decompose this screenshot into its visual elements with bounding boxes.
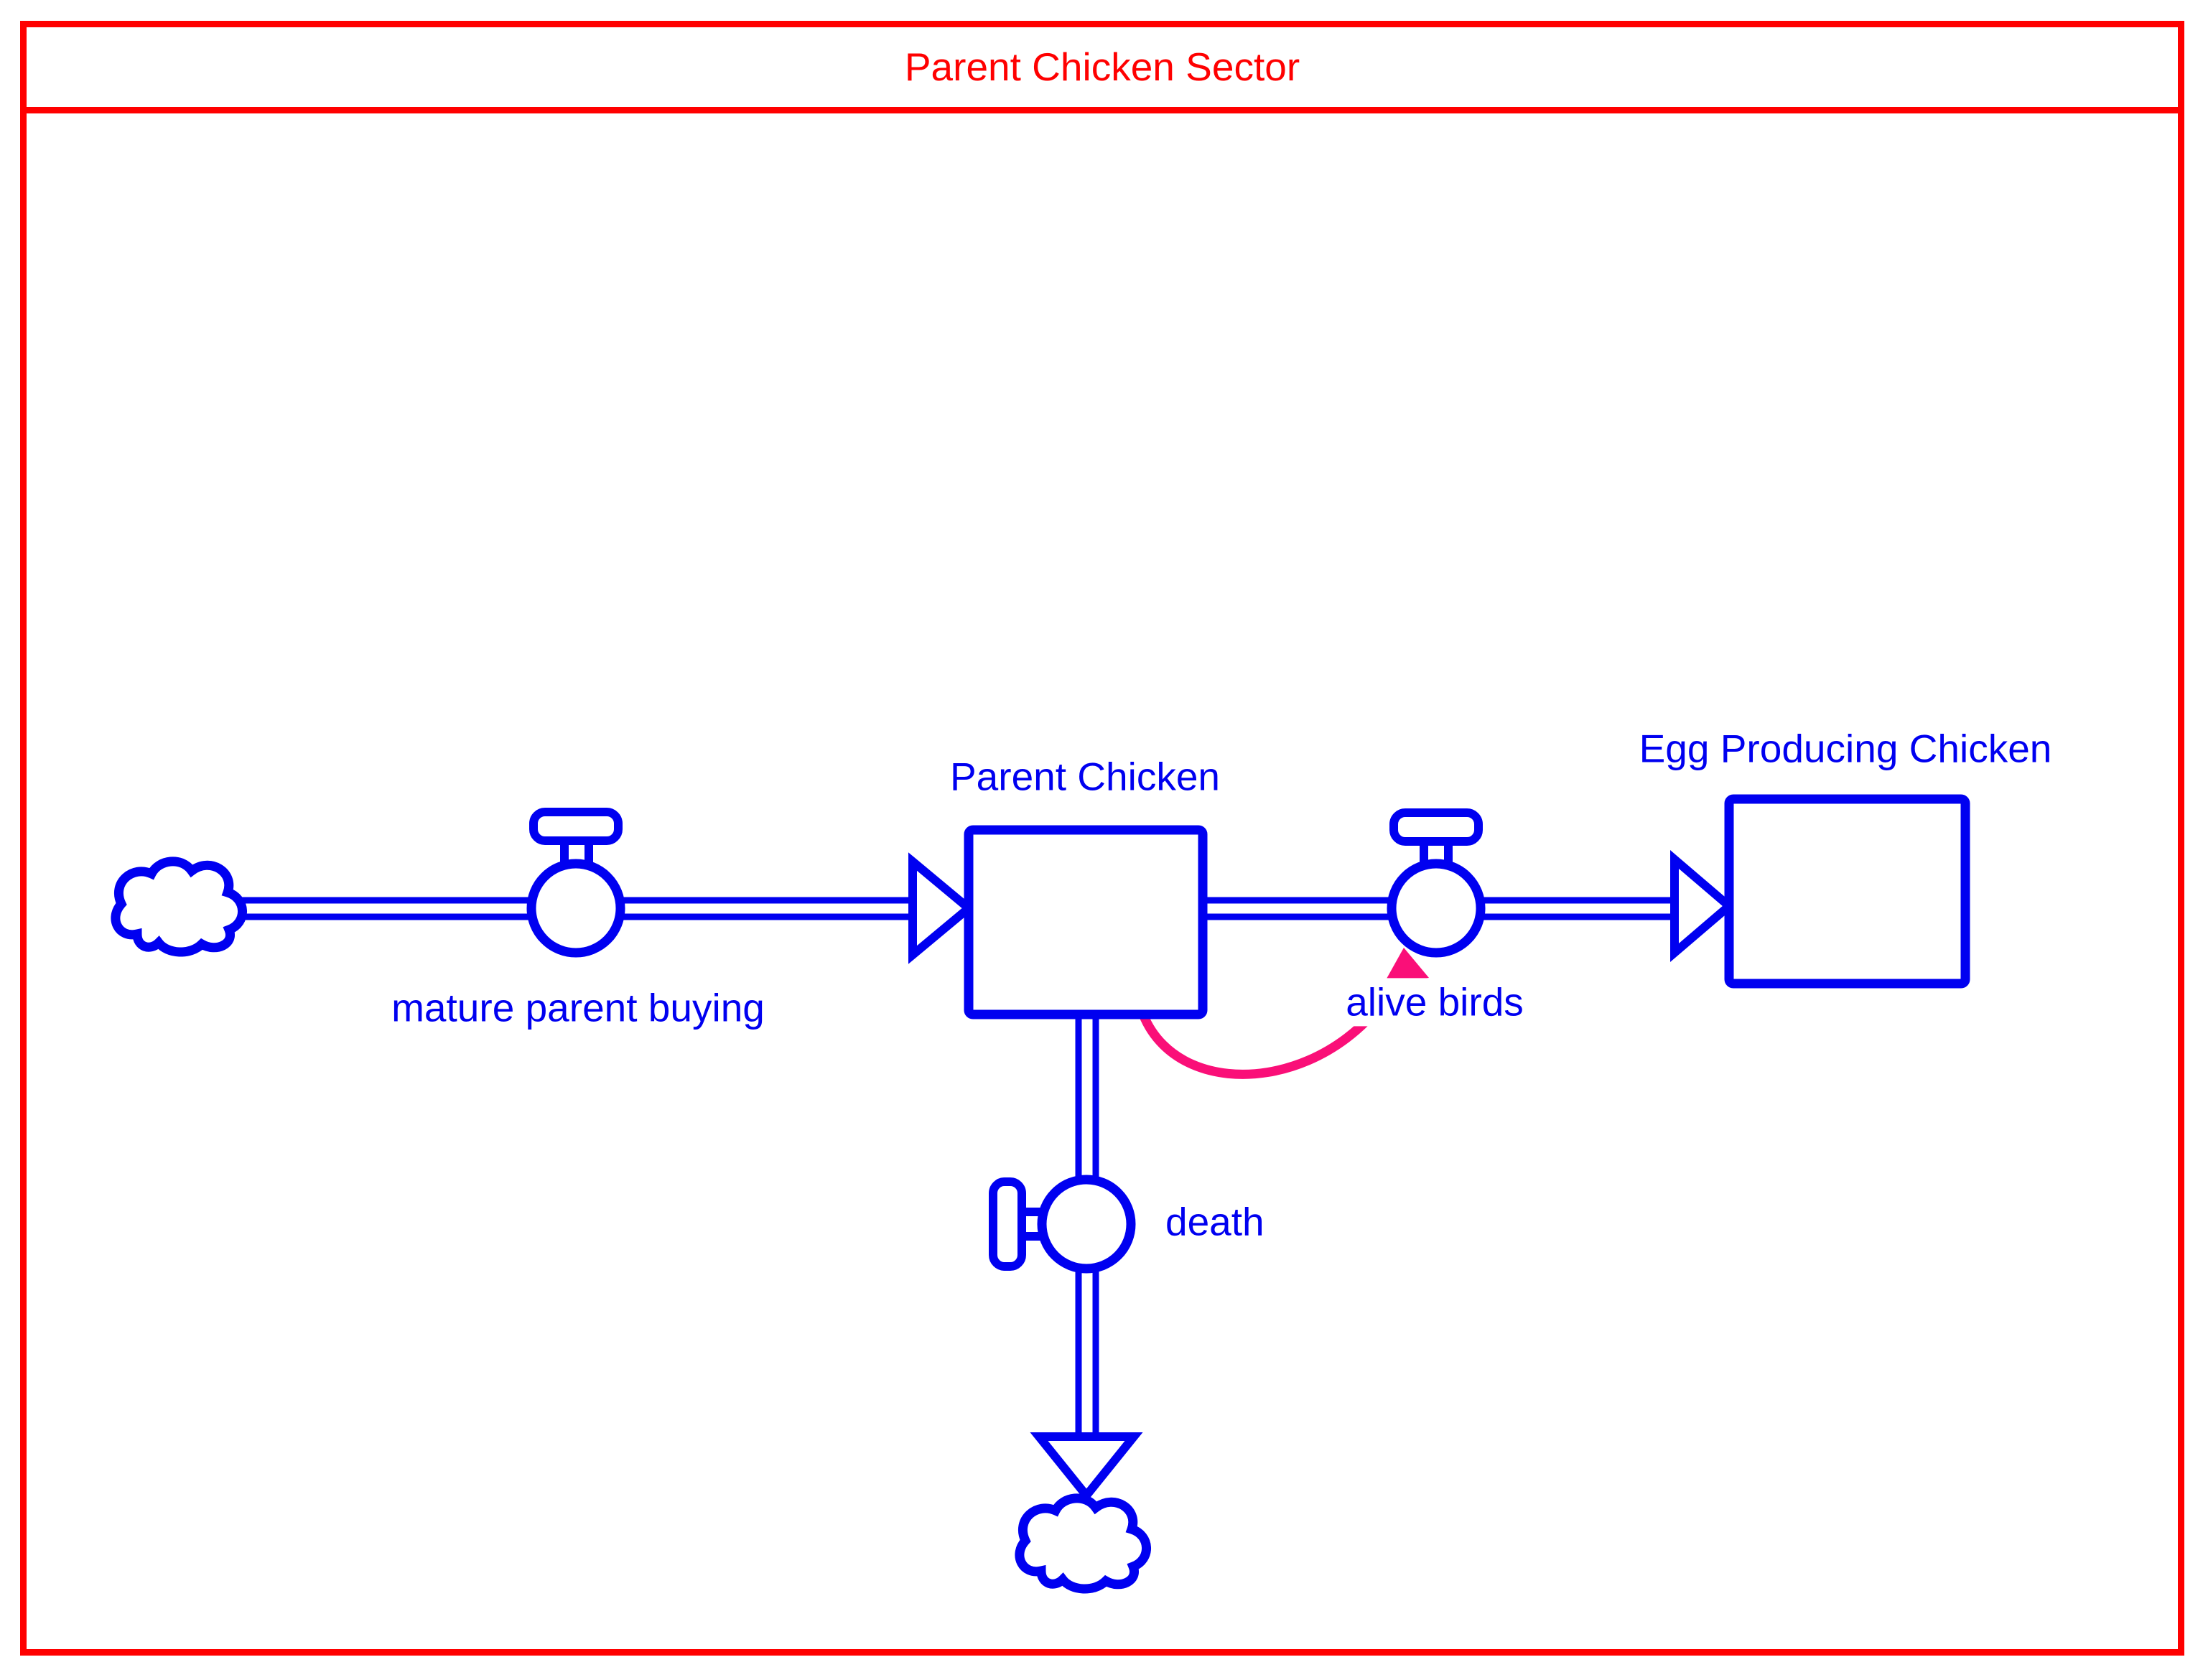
death-arrowhead-icon[interactable] (1030, 1432, 1143, 1503)
valve-handle[interactable] (529, 808, 623, 845)
death-flow-label: death (1165, 1199, 1264, 1244)
sector-title: Parent Chicken Sector (904, 45, 1300, 90)
source-cloud-icon[interactable] (116, 862, 243, 952)
connector-arrowhead-icon[interactable] (1383, 948, 1429, 985)
mature-parent-buying-arrowhead-icon[interactable] (908, 852, 976, 964)
valve-circle[interactable] (1037, 1175, 1136, 1274)
valve-circle[interactable] (526, 859, 625, 958)
egg-producing-chicken-stock[interactable] (1724, 794, 1970, 989)
valve-circle[interactable] (1387, 859, 1486, 958)
sink-cloud-icon[interactable] (1020, 1498, 1147, 1589)
egg-producing-chicken-stock-label: Egg Producing Chicken (1639, 726, 2052, 771)
parent-chicken-stock-label: Parent Chicken (949, 754, 1221, 799)
sector-title-bar[interactable]: Parent Chicken Sector (20, 21, 2184, 113)
death-valve[interactable] (989, 1175, 1136, 1274)
alive-birds-flow-label: alive birds (1337, 978, 1532, 1027)
parent-chicken-stock[interactable] (964, 825, 1208, 1019)
alive-birds-valve[interactable] (1387, 808, 1486, 958)
mature-parent-buying-flow-label: mature parent buying (391, 985, 765, 1030)
valve-handle[interactable] (1389, 808, 1483, 846)
mature-parent-buying-valve[interactable] (526, 808, 625, 958)
valve-handle[interactable] (989, 1177, 1026, 1271)
alive-birds-arrowhead-icon[interactable] (1670, 849, 1736, 963)
